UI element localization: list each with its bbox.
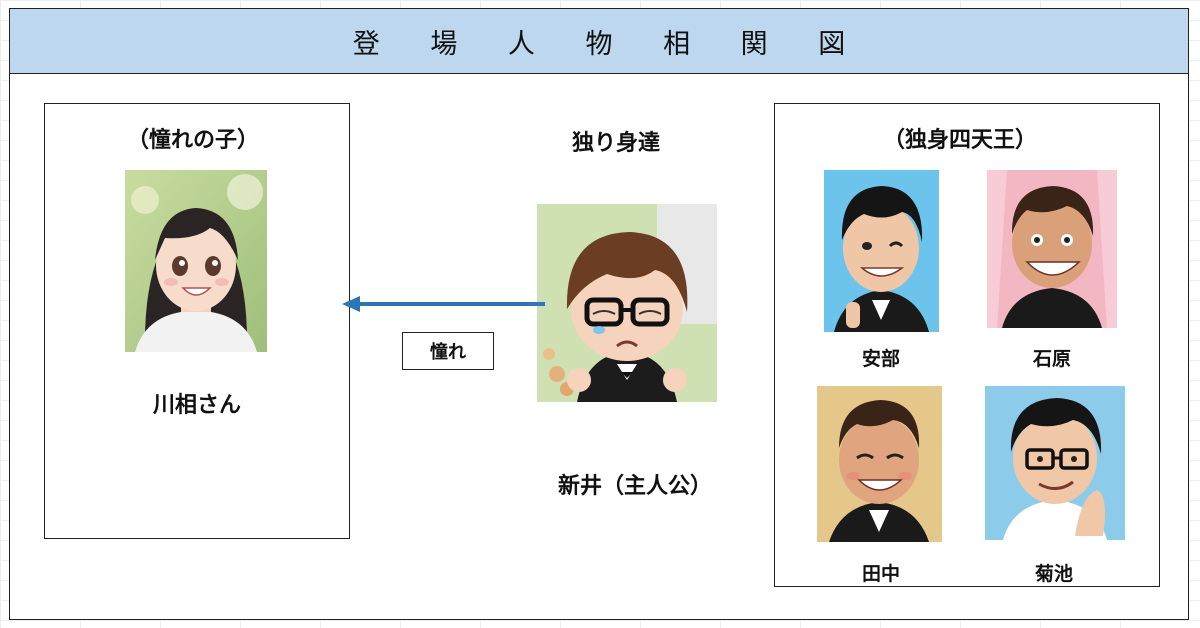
grinning-man-portrait-icon bbox=[987, 170, 1117, 328]
member-name-tanaka: 田中 bbox=[861, 563, 901, 585]
admiration-label-box: 憧れ bbox=[402, 332, 494, 370]
four-singles-heading: （独身四天王） bbox=[883, 128, 1038, 153]
protagonist-name: 新井（主人公） bbox=[557, 474, 713, 499]
title-bar: 登 場 人 物 相 関 図 bbox=[10, 9, 1188, 74]
member-name-ishihara: 石原 bbox=[1032, 348, 1072, 370]
diagram-title: 登 場 人 物 相 関 図 bbox=[352, 28, 867, 60]
four-singles-box: （独身四天王） 安部 bbox=[774, 103, 1160, 587]
girl-portrait-icon bbox=[125, 170, 267, 352]
member-name-kikuchi: 菊池 bbox=[1034, 563, 1074, 585]
admired-girl-name: 川相さん bbox=[152, 393, 242, 418]
admiration-arrow bbox=[342, 296, 545, 312]
member-name-abe: 安部 bbox=[861, 348, 901, 370]
diagram-frame: 登 場 人 物 相 関 図 （憧れの子） bbox=[9, 8, 1189, 620]
singles-heading: 独り身達 bbox=[572, 131, 661, 156]
winking-man-portrait-icon bbox=[824, 170, 939, 332]
crying-boy-portrait-icon bbox=[537, 204, 717, 402]
admired-girl-box: （憧れの子） bbox=[44, 103, 350, 539]
admiration-label: 憧れ bbox=[430, 342, 466, 363]
glasses-man-portrait-icon bbox=[985, 386, 1125, 540]
admired-girl-heading: （憧れの子） bbox=[127, 128, 260, 153]
smiling-man-portrait-icon bbox=[817, 386, 942, 542]
